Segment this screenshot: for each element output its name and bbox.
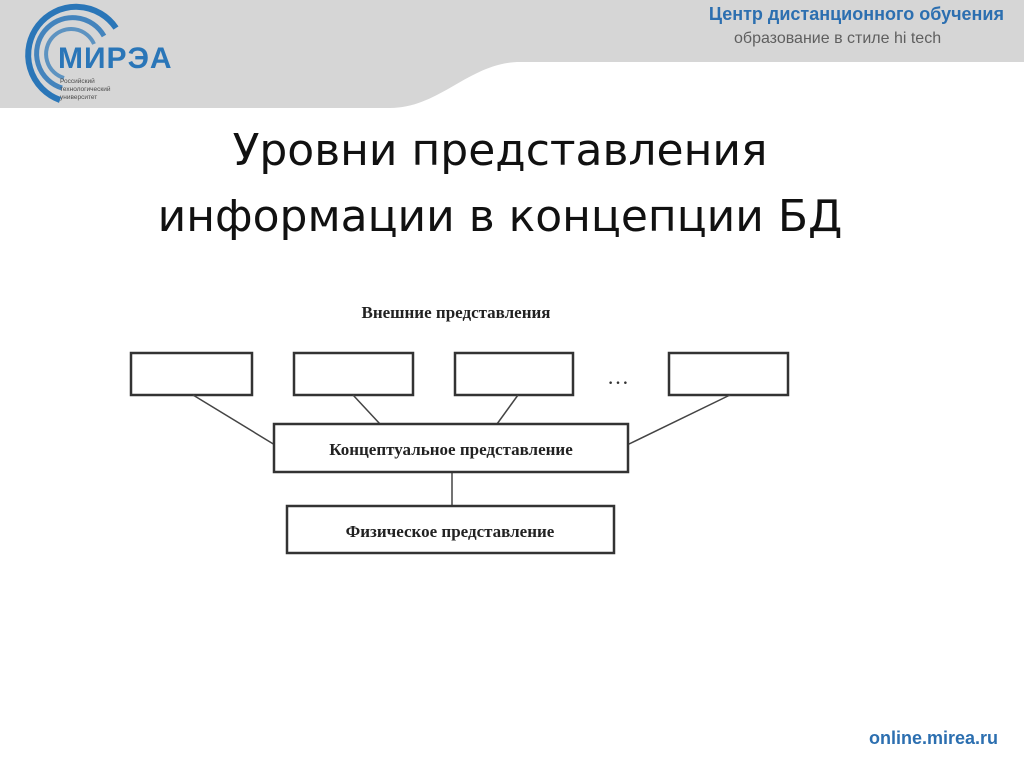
logo-subtitle: Российский технологический университет <box>60 78 111 101</box>
ellipsis-label: … <box>607 364 629 389</box>
center-title: Центр дистанционного обучения <box>708 4 1004 24</box>
external-view-box-1 <box>129 351 254 397</box>
logo-wordmark: МИРЭА <box>58 42 173 75</box>
conceptual-view-box <box>272 422 630 474</box>
mirea-logo: МИРЭА Российский технологический универс… <box>0 0 190 108</box>
footer-url: online.mirea.ru <box>868 728 998 748</box>
header-band <box>0 0 1024 108</box>
physical-view-box <box>285 504 616 555</box>
logo-arcs-icon <box>25 3 119 103</box>
external-views-label: Внешние представления <box>361 303 550 322</box>
center-subtitle: образование в стиле hi tech <box>734 30 942 47</box>
external-view-box-4 <box>667 351 790 397</box>
conceptual-view-label: Концептуальное представление <box>329 440 573 459</box>
external-view-box-3 <box>453 351 575 397</box>
slide-title-line-1: Уровни представления <box>232 125 768 176</box>
connector-lines <box>192 394 731 506</box>
slide-title: Уровни представления информации в концеп… <box>100 118 900 250</box>
slide-title-line-2: информации в концепции БД <box>157 191 843 242</box>
physical-view-label: Физическое представление <box>346 522 555 541</box>
external-view-box-2 <box>292 351 415 397</box>
